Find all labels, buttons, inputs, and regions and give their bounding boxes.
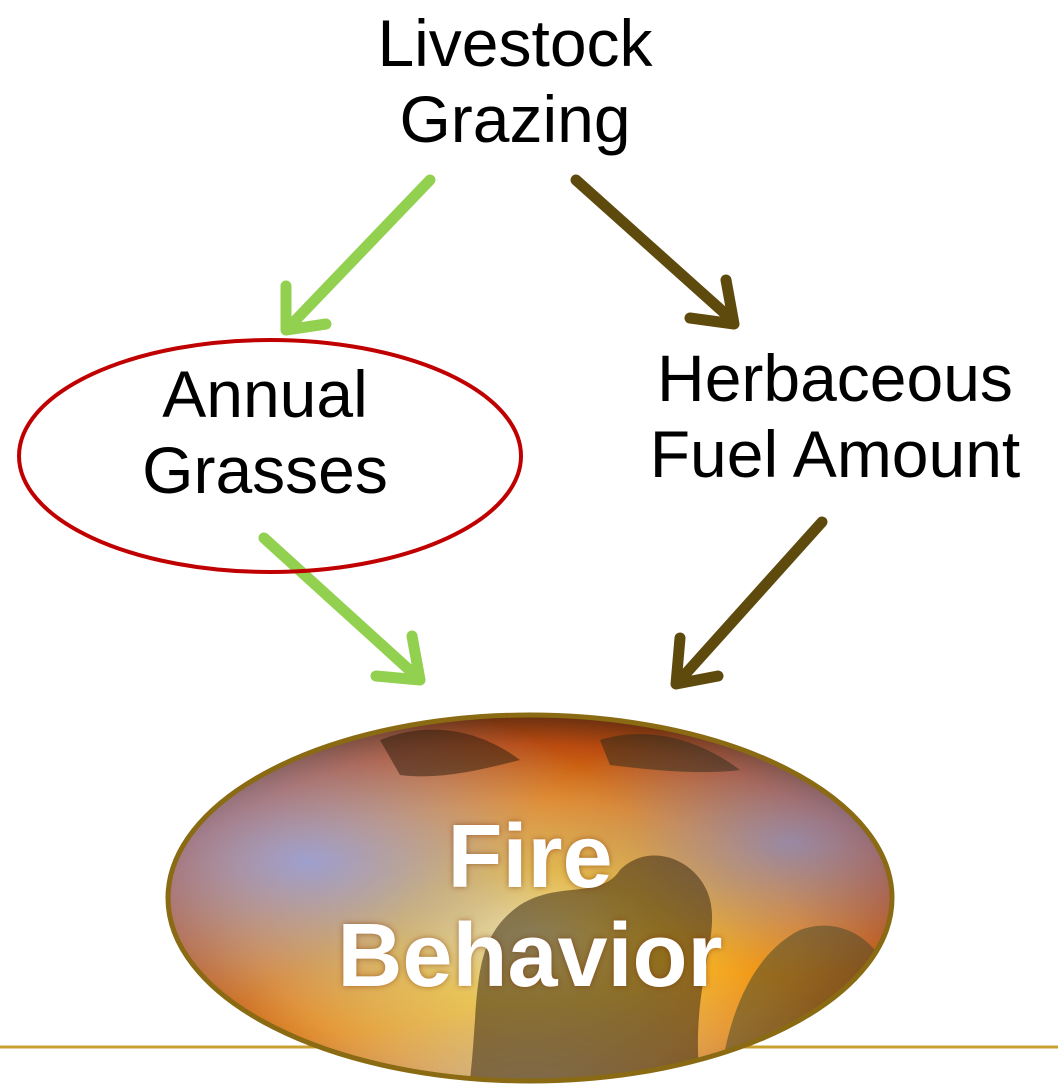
herbaceous-line2: Fuel Amount xyxy=(649,416,1021,491)
arrow-herbaceous-to-fire xyxy=(670,516,828,690)
node-herbaceous-fuel: Herbaceous Fuel Amount xyxy=(600,341,1058,493)
fire-line1: Fire xyxy=(447,807,613,907)
arrow-livestock-to-herbaceous xyxy=(570,174,740,330)
livestock-line2: Grazing xyxy=(399,81,631,156)
node-fire-behavior: Fire Behavior xyxy=(250,808,810,1006)
node-livestock-grazing: Livestock Grazing xyxy=(330,6,700,158)
annual-grasses-outline xyxy=(17,338,523,574)
fire-behavior-outline xyxy=(165,712,895,1084)
fire-line2: Behavior xyxy=(337,906,723,1006)
arrow-livestock-to-annual xyxy=(280,174,436,336)
livestock-line1: Livestock xyxy=(377,6,653,80)
node-annual-grasses: Annual Grasses xyxy=(40,357,490,509)
fire-photo xyxy=(168,715,892,1081)
arrow-annual-to-fire xyxy=(258,532,426,686)
annual-line1: Annual xyxy=(162,357,368,431)
herbaceous-line1: Herbaceous xyxy=(657,341,1013,415)
annual-line2: Grasses xyxy=(142,432,388,507)
